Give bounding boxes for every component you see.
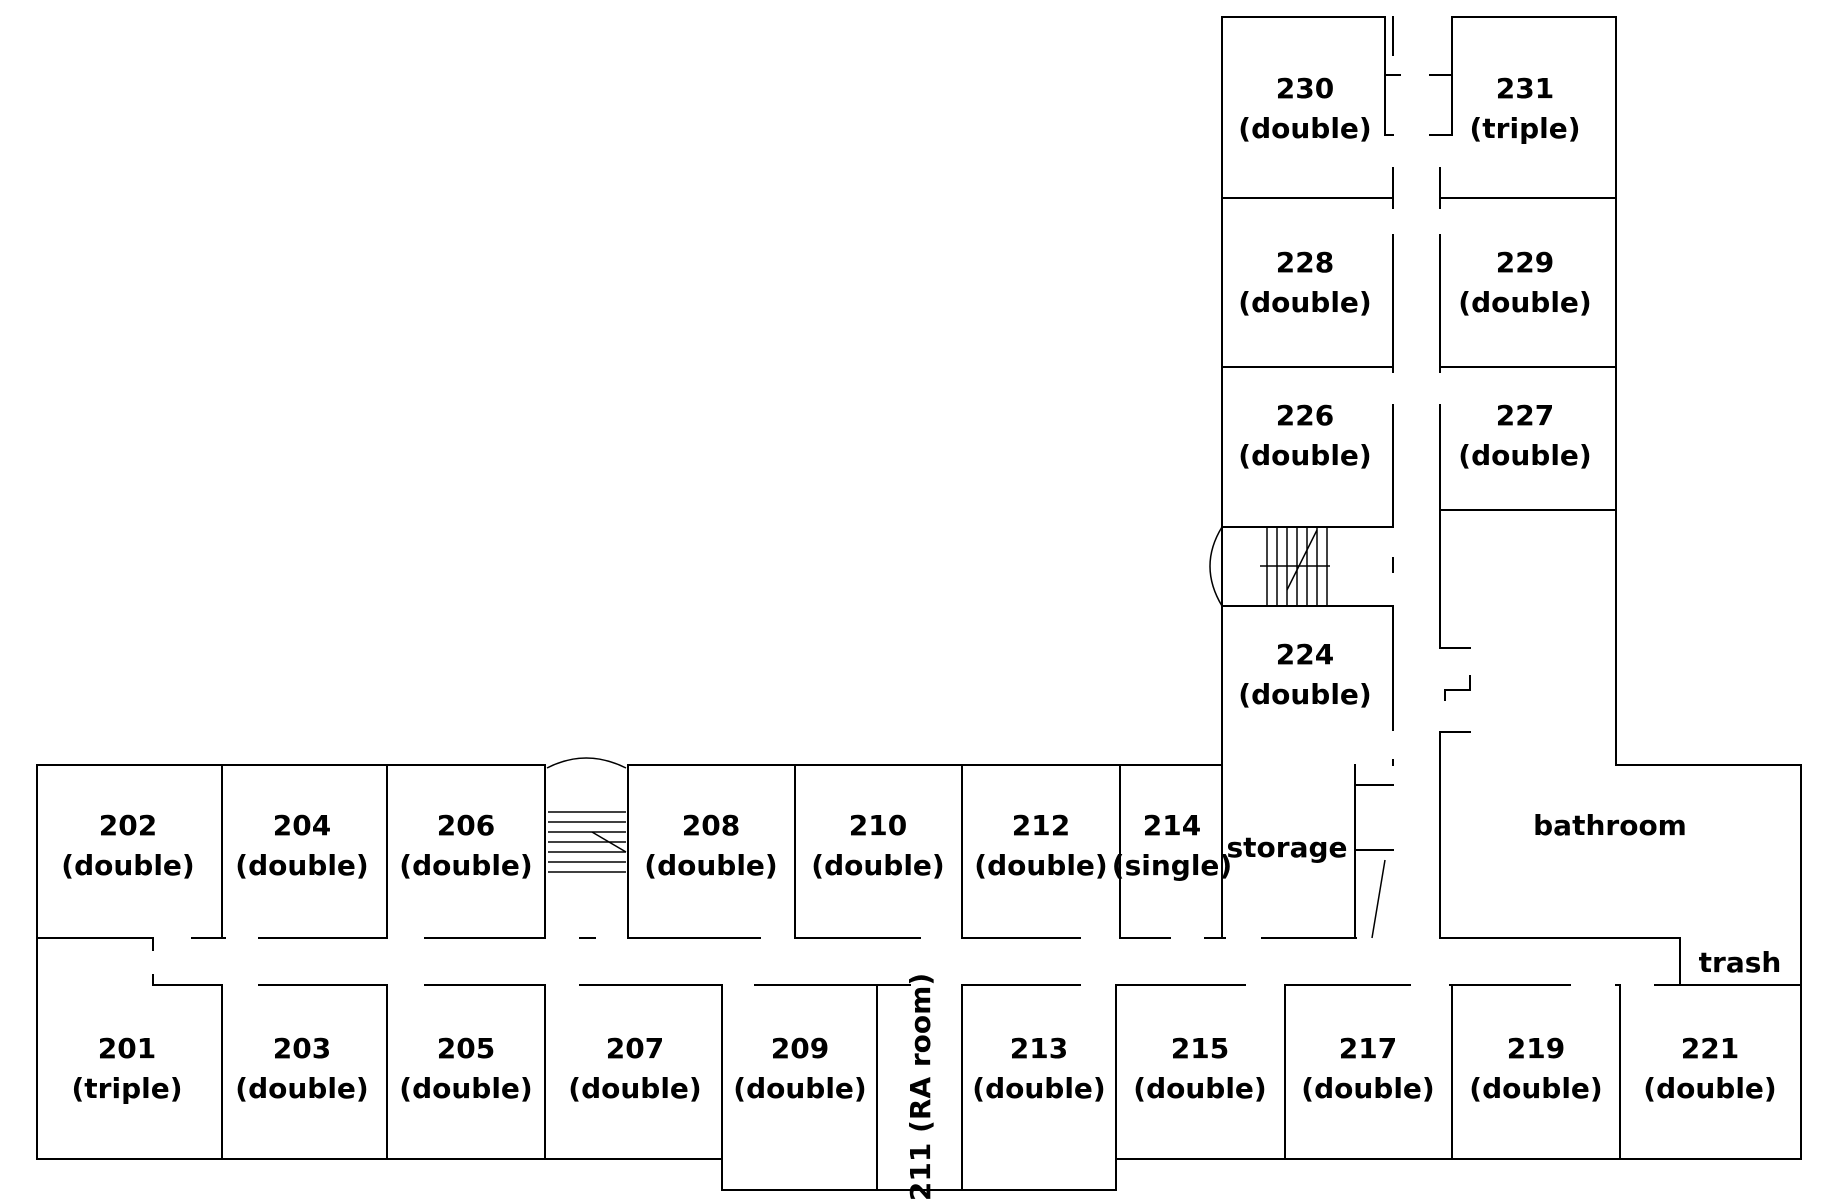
stairs-main-wing xyxy=(546,757,627,873)
room-occupancy: (double) xyxy=(644,849,777,882)
room-number: 229 xyxy=(1496,246,1554,279)
room-number: 227 xyxy=(1496,399,1554,432)
room-224: 224 (double) xyxy=(1238,638,1371,711)
room-occupancy: (double) xyxy=(235,1072,368,1105)
room-217: 217 (double) xyxy=(1301,1032,1434,1105)
room-occupancy: (double) xyxy=(1238,112,1371,145)
stairs-north-wing xyxy=(1209,526,1330,607)
room-227: 227 (double) xyxy=(1458,399,1591,472)
room-number: 207 xyxy=(606,1032,664,1065)
room-occupancy: (single) xyxy=(1112,849,1232,882)
room-number: 205 xyxy=(437,1032,495,1065)
room-occupancy: (double) xyxy=(1458,439,1591,472)
room-215: 215 (double) xyxy=(1133,1032,1266,1105)
room-229: 229 (double) xyxy=(1458,246,1591,319)
room-occupancy: (double) xyxy=(974,849,1107,882)
room-231: 231 (triple) xyxy=(1469,72,1580,145)
room-occupancy: (double) xyxy=(235,849,368,882)
room-label-vertical: 211 (RA room) xyxy=(904,973,937,1200)
room-occupancy: (double) xyxy=(399,849,532,882)
room-228: 228 (double) xyxy=(1238,246,1371,319)
room-occupancy: (double) xyxy=(1238,439,1371,472)
room-number: 230 xyxy=(1276,72,1334,105)
room-number: 226 xyxy=(1276,399,1334,432)
room-number: 208 xyxy=(682,809,740,842)
room-occupancy: (double) xyxy=(972,1072,1105,1105)
room-occupancy: (double) xyxy=(1133,1072,1266,1105)
room-number: 203 xyxy=(273,1032,331,1065)
room-214: 214 (single) xyxy=(1112,809,1232,882)
room-number: 221 xyxy=(1681,1032,1739,1065)
room-number: 217 xyxy=(1339,1032,1397,1065)
room-occupancy: (double) xyxy=(399,1072,532,1105)
room-226: 226 (double) xyxy=(1238,399,1371,472)
storage-room: storage xyxy=(1226,831,1347,864)
room-number: 212 xyxy=(1012,809,1070,842)
room-occupancy: (double) xyxy=(1301,1072,1434,1105)
room-208: 208 (double) xyxy=(644,809,777,882)
room-occupancy: (double) xyxy=(1238,286,1371,319)
bathroom-room: bathroom xyxy=(1533,809,1687,842)
walls xyxy=(36,16,1802,1191)
room-203: 203 (double) xyxy=(235,1032,368,1105)
room-221: 221 (double) xyxy=(1643,1032,1776,1105)
room-number: 204 xyxy=(273,809,331,842)
room-occupancy: (double) xyxy=(733,1072,866,1105)
room-206: 206 (double) xyxy=(399,809,532,882)
room-occupancy: (triple) xyxy=(1469,112,1580,145)
room-occupancy: (double) xyxy=(61,849,194,882)
room-occupancy: (double) xyxy=(1643,1072,1776,1105)
trash-label: trash xyxy=(1699,946,1782,979)
room-number: 215 xyxy=(1171,1032,1229,1065)
room-number: 201 xyxy=(98,1032,156,1065)
room-202: 202 (double) xyxy=(61,809,194,882)
bathroom-label: bathroom xyxy=(1533,809,1687,842)
room-207: 207 (double) xyxy=(568,1032,701,1105)
room-number: 219 xyxy=(1507,1032,1565,1065)
room-219: 219 (double) xyxy=(1469,1032,1602,1105)
room-209: 209 (double) xyxy=(733,1032,866,1105)
room-number: 231 xyxy=(1496,72,1554,105)
room-number: 209 xyxy=(771,1032,829,1065)
room-213: 213 (double) xyxy=(972,1032,1105,1105)
room-number: 210 xyxy=(849,809,907,842)
room-205: 205 (double) xyxy=(399,1032,532,1105)
trash-room: trash xyxy=(1699,946,1782,979)
room-occupancy: (double) xyxy=(568,1072,701,1105)
storage-label: storage xyxy=(1226,831,1347,864)
room-number: 206 xyxy=(437,809,495,842)
room-number: 214 xyxy=(1143,809,1201,842)
room-212: 212 (double) xyxy=(974,809,1107,882)
room-204: 204 (double) xyxy=(235,809,368,882)
room-occupancy: (double) xyxy=(1238,678,1371,711)
room-201: 201 (triple) xyxy=(71,1032,182,1105)
room-211: 211 (RA room) xyxy=(904,973,937,1200)
room-230: 230 (double) xyxy=(1238,72,1371,145)
room-number: 213 xyxy=(1010,1032,1068,1065)
room-210: 210 (double) xyxy=(811,809,944,882)
room-number: 228 xyxy=(1276,246,1334,279)
room-occupancy: (double) xyxy=(811,849,944,882)
room-number: 224 xyxy=(1276,638,1334,671)
room-occupancy: (triple) xyxy=(71,1072,182,1105)
room-occupancy: (double) xyxy=(1458,286,1591,319)
room-occupancy: (double) xyxy=(1469,1072,1602,1105)
room-number: 202 xyxy=(99,809,157,842)
